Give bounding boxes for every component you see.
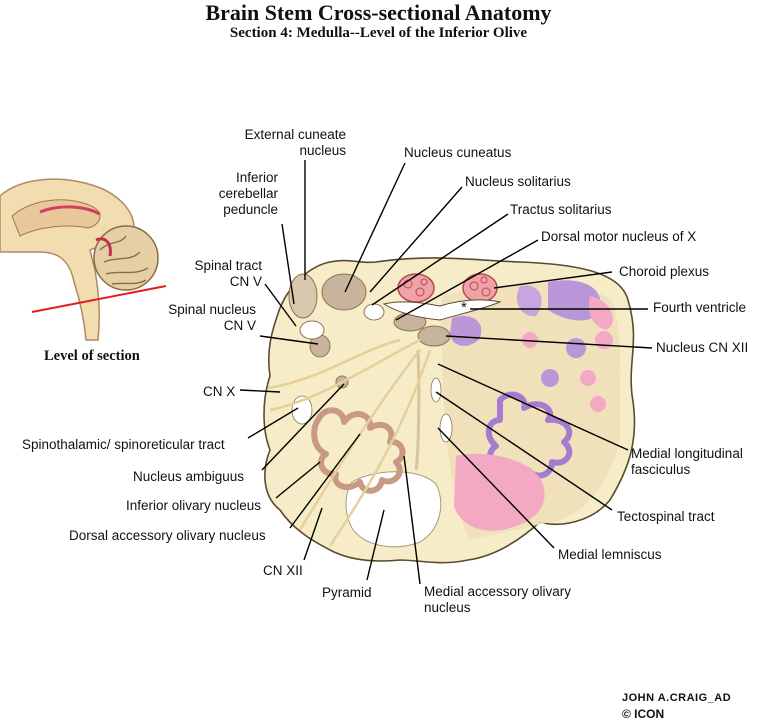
label-external-cuneate: External cuneate nucleus: [222, 127, 346, 159]
label-tractus-solitarius: Tractus solitarius: [510, 202, 612, 217]
label-line: Medial accessory olivary: [424, 584, 572, 599]
label-spinothalamic-tract: Spinothalamic/ spinoreticular tract: [22, 437, 225, 452]
label-line: Spinal tract: [194, 258, 262, 273]
label-nucleus-solitarius: Nucleus solitarius: [465, 174, 571, 189]
label-pyramid: Pyramid: [322, 585, 372, 600]
label-fourth-ventricle: Fourth ventricle: [653, 300, 747, 315]
section-level-line: [31, 285, 167, 313]
label-inferior-olivary-nucleus: Inferior olivary nucleus: [126, 498, 262, 513]
label-line: peduncle: [223, 202, 278, 217]
label-spinal-nucleus-cn-v: Spinal nucleus CN V: [150, 302, 256, 334]
medulla-section: [263, 257, 636, 564]
label-choroid-plexus: Choroid plexus: [619, 264, 710, 279]
page-subtitle: Section 4: Medulla--Level of the Inferio…: [229, 25, 528, 41]
label-line: nucleus: [299, 143, 346, 158]
label-nucleus-ambiguus: Nucleus ambiguus: [133, 469, 245, 484]
label-line: cerebellar: [218, 186, 278, 201]
label-tectospinal-tract: Tectospinal tract: [617, 509, 715, 524]
artist-signature: JOHN A.CRAIG_AD: [622, 692, 732, 704]
label-dorsal-motor-nucleus: Dorsal motor nucleus of X: [541, 229, 697, 244]
page-title: Brain Stem Cross-sectional Anatomy: [205, 0, 552, 25]
label-line: nucleus: [424, 600, 471, 615]
label-medial-lemniscus: Medial lemniscus: [558, 547, 662, 562]
label-cn-xii: CN XII: [263, 563, 303, 578]
label-line: Spinal nucleus: [168, 302, 256, 317]
label-line: CN V: [223, 318, 256, 333]
label-medial-accessory-olivary: Medial accessory olivary nucleus: [424, 584, 571, 616]
label-nucleus-cn-xii: Nucleus CN XII: [656, 340, 749, 355]
label-line: Inferior: [235, 170, 278, 185]
label-line: External cuneate: [244, 127, 346, 142]
inset-caption: Level of section: [44, 348, 140, 364]
label-line: fasciculus: [631, 462, 691, 477]
label-inferior-cerebellar-peduncle: Inferior cerebellar peduncle: [196, 170, 278, 218]
label-cn-x: CN X: [203, 384, 236, 399]
sagittal-brain-inset: [0, 178, 167, 341]
asterisk-marker: *: [461, 299, 467, 316]
label-line: CN V: [229, 274, 262, 289]
label-nucleus-cuneatus: Nucleus cuneatus: [404, 145, 512, 160]
label-spinal-tract-cn-v: Spinal tract CN V: [170, 258, 262, 290]
copyright-mark: © ICON: [622, 707, 665, 721]
label-line: Medial longitudinal: [631, 446, 743, 461]
label-dorsal-accessory-olivary: Dorsal accessory olivary nucleus: [69, 528, 266, 543]
pointer-lines: [239, 160, 653, 585]
label-medial-longitudinal-fasciculus: Medial longitudinal fasciculus: [631, 446, 743, 478]
